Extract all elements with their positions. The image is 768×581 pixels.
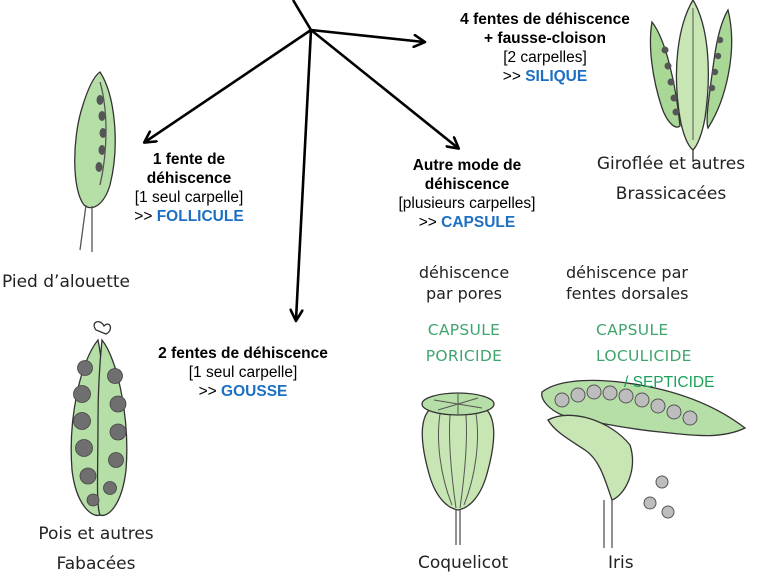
loculicide-desc-line1: déhiscence par	[566, 262, 726, 283]
caption-coquelicot: Coquelicot	[418, 551, 508, 575]
capsule-line1: Autre mode de	[413, 157, 522, 174]
capsule-line3: [plusieurs carpelles]	[362, 194, 572, 213]
caption-giroflee: Giroflée et autres Brassicacées	[574, 152, 768, 206]
arrow-stem	[293, 0, 311, 30]
caption-pois: Pois et autres Fabacées	[18, 522, 174, 576]
loculicide-type: CAPSULE LOCULICIDE	[596, 320, 746, 367]
poricide-illustration	[422, 393, 494, 545]
caption-pois-line1: Pois et autres	[18, 522, 174, 546]
capsule-prefix: >>	[419, 214, 437, 231]
caption-iris: Iris	[608, 551, 634, 575]
loculicide-type-line2: LOCULICIDE	[596, 346, 746, 367]
arrow-silique	[311, 30, 424, 42]
gousse-line1: 2 fentes de déhiscence	[158, 345, 328, 362]
poricide-description: déhiscence par pores	[410, 262, 518, 304]
silique-line1: 4 fentes de déhiscence	[460, 11, 630, 28]
follicule-label: 1 fente de déhiscence [1 seul carpelle] …	[104, 150, 274, 226]
follicule-line1: 1 fente de	[153, 151, 225, 168]
loculicide-desc-line2: fentes dorsales	[566, 283, 726, 304]
poricide-type-line2: PORICIDE	[410, 346, 518, 367]
septicide-label: / SEPTICIDE	[624, 374, 714, 392]
loculicide-description: déhiscence par fentes dorsales	[566, 262, 726, 304]
capsule-label: Autre mode de déhiscence [plusieurs carp…	[362, 156, 572, 232]
follicule-prefix: >>	[134, 208, 152, 225]
poricide-desc-line1: déhiscence	[410, 262, 518, 283]
arrow-gousse	[296, 30, 311, 320]
gousse-label: 2 fentes de déhiscence [1 seul carpelle]…	[118, 344, 368, 401]
arrow-follicule	[145, 30, 311, 142]
silique-line3: [2 carpelles]	[420, 48, 670, 67]
capsule-line2: déhiscence	[425, 176, 509, 193]
silique-prefix: >>	[503, 68, 521, 85]
loculicide-type-line1: CAPSULE	[596, 320, 746, 341]
follicule-line3: [1 seul carpelle]	[104, 188, 274, 207]
caption-giroflee-line1: Giroflée et autres	[574, 152, 768, 176]
silique-line2: + fausse-cloison	[484, 30, 606, 47]
gousse-name: GOUSSE	[221, 383, 287, 400]
poricide-desc-line2: par pores	[410, 283, 518, 304]
gousse-line2: [1 seul carpelle]	[118, 363, 368, 382]
silique-name: SILIQUE	[525, 68, 587, 85]
poricide-type: CAPSULE PORICIDE	[410, 320, 518, 367]
silique-label: 4 fentes de déhiscence + fausse-cloison …	[420, 10, 670, 86]
follicule-line2: déhiscence	[147, 170, 231, 187]
capsule-name: CAPSULE	[441, 214, 515, 231]
loculicide-illustration	[542, 380, 745, 548]
follicule-name: FOLLICULE	[157, 208, 244, 225]
caption-pied-alouette: Pied d’alouette	[2, 270, 172, 294]
poricide-type-line1: CAPSULE	[410, 320, 518, 341]
caption-pois-line2: Fabacées	[18, 552, 174, 576]
gousse-prefix: >>	[199, 383, 217, 400]
caption-giroflee-line2: Brassicacées	[574, 182, 768, 206]
